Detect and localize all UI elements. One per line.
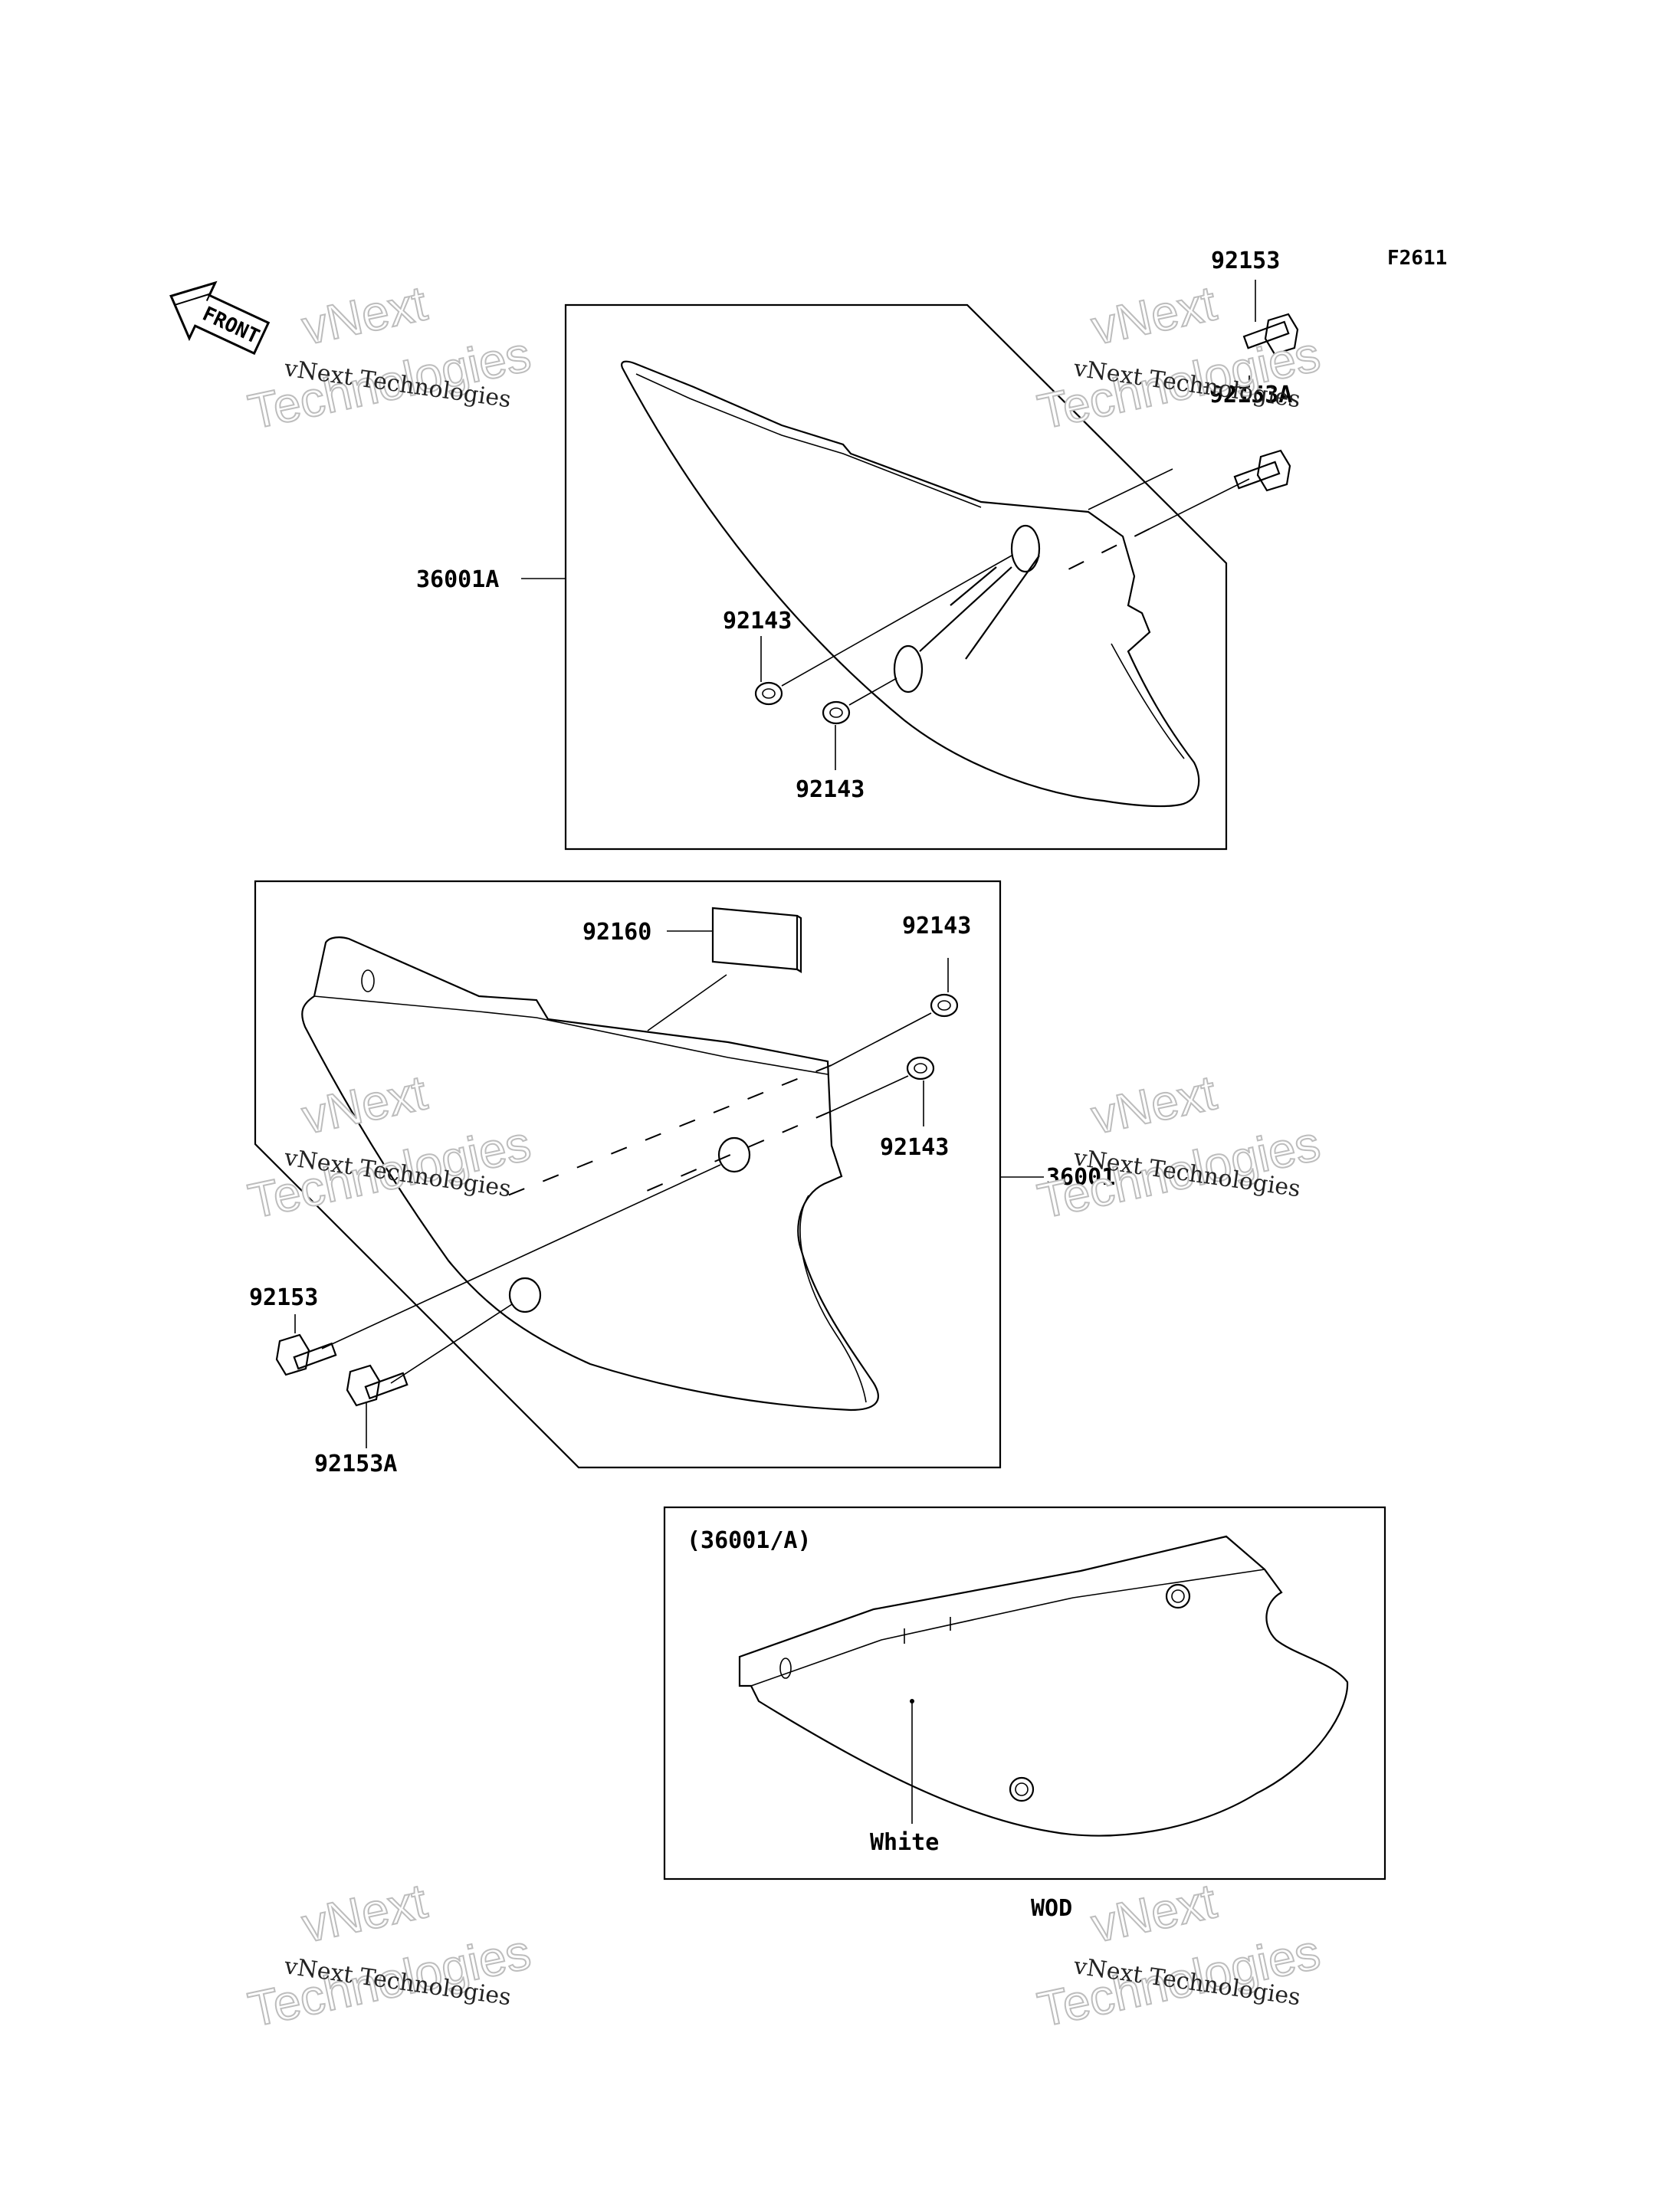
boss-lower [893,644,924,694]
axis-lower-dash-1 [497,1064,832,1200]
bolt-lower-a-icon [346,1364,409,1407]
inset-slot [779,1658,792,1679]
axis-washer-2 [848,677,897,706]
label-washer-upper-2: 92143 [796,776,865,803]
svg-text:vNext: vNext [297,1064,431,1144]
washer-lower-1-icon [930,993,959,1018]
label-washer-upper-1: 92143 [723,608,792,635]
label-bolt-lower-a: 92153A [314,1451,397,1477]
watermark-3: vNext Technologies vNext Technologies [243,1064,536,1229]
front-arrow-icon: FRONT [169,280,271,356]
label-washer-lower-2: 92143 [880,1134,949,1161]
inset-color-point [910,1699,914,1703]
axis-lower-dash-2 [635,1110,832,1196]
svg-text:vNext: vNext [1087,275,1221,355]
inset-hole-upper [1165,1583,1191,1609]
label-pad: 92160 [582,919,651,946]
inset-caption: (36001/A) [687,1527,812,1554]
label-panel-left: 36001A [416,566,499,593]
washer-upper-1-icon [754,681,783,706]
inset-color-label: White [870,1829,939,1856]
label-bolt-upper: 92153 [1211,248,1280,274]
axis-line-1 [1088,468,1173,510]
panel-left-edge [1111,643,1185,759]
label-panel-right: 36001 [1046,1164,1115,1191]
washer-lower-2-icon [906,1056,935,1080]
upper-assembly-box [521,280,1299,851]
axis-dash-1 [1057,528,1150,575]
inset-variant-label: WOD [1031,1895,1072,1922]
panel-right-edge [799,1195,867,1403]
inset-cover-ridge [750,1569,1265,1687]
svg-text:vNext: vNext [297,275,431,355]
watermark-1: vNext Technologies vNext Technologies [243,274,536,440]
inset-box-outline [663,1506,1386,1881]
boss-upper [1010,524,1041,573]
boss-bracket [919,555,1040,660]
watermark-2: vNext Technologies vNext Technologies [1032,274,1325,440]
axis-lower-3 [321,1164,721,1349]
label-washer-lower-1: 92143 [902,913,971,939]
svg-text:vNext: vNext [1087,1873,1221,1953]
axis-line-2 [1149,478,1250,530]
svg-text:vNext: vNext [297,1873,431,1953]
label-bolt-lower: 92153 [249,1284,318,1311]
panel-left-ridge [635,373,982,508]
figure-code: F2611 [1387,247,1447,270]
leader-pad-2 [647,974,727,1031]
lower-assembly-box [254,880,1044,1469]
leader-bolt-upper-a [1203,375,1250,388]
label-bolt-upper-a: 92153A [1209,382,1292,408]
bolt-lower-icon [275,1333,337,1376]
lower-box-outline [254,880,1002,1469]
inset-side-cover [738,1535,1349,1837]
side-cover-right-panel [301,936,879,1412]
washer-upper-2-icon [822,700,851,725]
axis-lower-2 [831,1075,909,1112]
axis-lower-4 [390,1303,513,1384]
upper-box-outline [564,303,1228,851]
hole-lower [508,1277,542,1313]
watermark-4: vNext Technologies vNext Technologies [1032,1064,1325,1229]
panel-right-ridge [313,995,829,1075]
axis-lower-1 [831,1012,932,1066]
inset-hole-lower [1009,1776,1035,1802]
inset-variant-box [663,1506,1386,1881]
bolt-upper-icon [1242,313,1299,356]
svg-text:vNext: vNext [1087,1064,1221,1144]
side-cover-left-panel [621,360,1200,808]
hole-upper [717,1136,751,1173]
watermark-5: vNext Technologies vNext Technologies [243,1872,536,2038]
panel-right-slot [361,969,375,992]
watermark-6: vNext Technologies vNext Technologies [1032,1872,1325,2038]
pad-icon [711,907,802,973]
axis-washer-1 [781,555,1012,687]
bolt-upper-a-icon [1233,449,1291,492]
